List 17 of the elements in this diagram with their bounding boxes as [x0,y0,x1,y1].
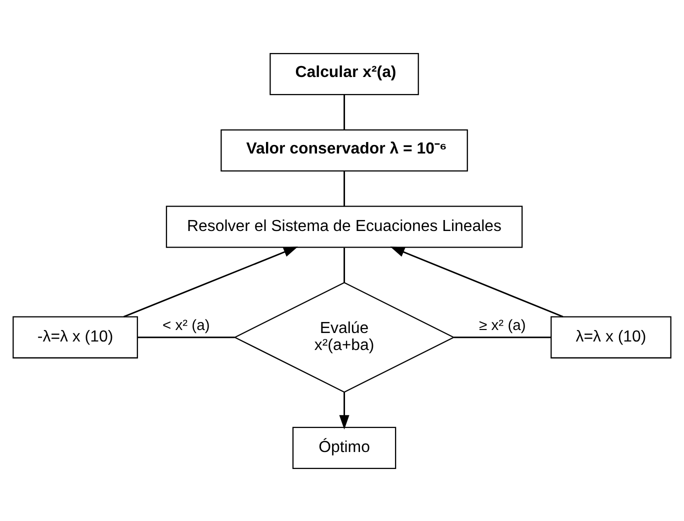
connector [344,247,346,282]
node-box: λ=λ x (10) [550,316,672,358]
arrow [339,392,350,430]
connector [138,336,235,338]
connector [344,94,346,130]
node-box: Valor conservador λ = 10⁻⁶ [220,128,468,172]
arrow [390,246,564,317]
connector [454,336,551,338]
node-diamond: Evalúe x²(a+ba) [234,282,455,392]
edge-label: < x² (a) [162,317,210,334]
node-box: Resolver el Sistema de Ecuaciones Lineales [166,205,523,248]
node-box: Óptimo [292,426,396,468]
edge-label: ≥ x² (a) [479,317,526,334]
node-box: Calcular x²(a) [270,52,419,95]
arrow [123,246,298,317]
node-box: -λ=λ x (10) [12,316,138,358]
connector [344,170,346,206]
